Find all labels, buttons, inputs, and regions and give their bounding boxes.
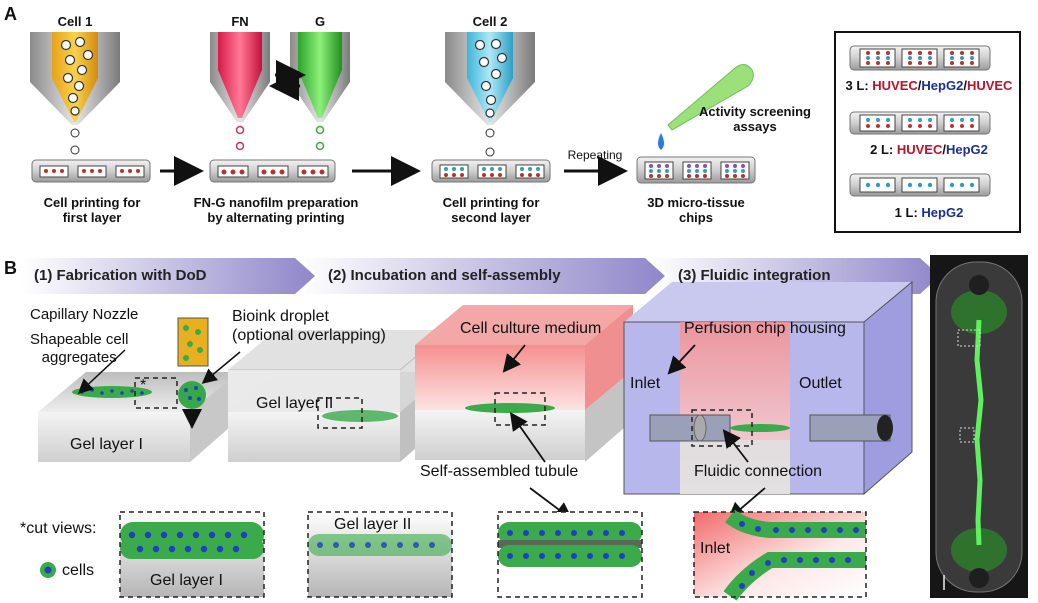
chip-first-layer [31, 159, 151, 183]
cell1-label: Cell 1 [57, 14, 93, 29]
cut-view-4 [693, 509, 867, 601]
stage3-culture-block [415, 305, 633, 462]
self-assembled-tubule-label: Self-assembled tubule [420, 463, 579, 480]
cell2-nozzle [445, 32, 535, 157]
banner-step1: (1) Fabrication with DoD [34, 267, 207, 284]
fn-label: FN [231, 14, 249, 29]
legend-cell-type: / [917, 78, 922, 93]
legend-1l: 1 L: HepG2 [844, 205, 1014, 220]
fluorescence-micrograph [930, 255, 1028, 598]
cut-views-label: *cut views: [20, 520, 97, 537]
legend-cell-type: / [942, 142, 946, 157]
chip-3d-micro-tissue [636, 156, 756, 184]
stage4-perfusion-housing [623, 280, 913, 496]
gel-layer-1-label: Gel layer I [70, 436, 143, 453]
legend-cell-type: / [963, 78, 967, 93]
repeating-label: Repeating [567, 148, 623, 162]
stage2-gel-block [228, 329, 449, 462]
pipette-tip [658, 64, 754, 150]
cells-legend-label: cells [62, 562, 95, 579]
star-marker: * [140, 377, 147, 394]
legend-cell-type: HepG2 [921, 205, 964, 220]
capillary-nozzle [177, 317, 209, 429]
cell1-nozzle [30, 32, 120, 155]
panel-a-letter: A [4, 4, 17, 24]
alternating-arrows [269, 60, 306, 101]
cut1-gel-label: Gel layer I [150, 572, 223, 589]
layer-legend-box [834, 31, 1021, 233]
cut2-gel-label: Gel layer II [334, 516, 412, 533]
chip-fn-g-layer [209, 159, 336, 183]
cell-symbol [40, 562, 56, 578]
legend-prefix: 2 L: [870, 142, 897, 157]
legend-2l: 2 L: HUVEC/HepG2 [844, 142, 1014, 157]
legend-cell-type: HUVEC [872, 78, 918, 93]
legend-cell-type: HUVEC [966, 78, 1013, 93]
legend-cell-type: HUVEC [896, 142, 943, 157]
fn-nozzle [210, 32, 270, 151]
perfusion-housing-label: Perfusion chip housing [684, 320, 846, 337]
g-nozzle [290, 32, 350, 151]
capillary-nozzle-label: Capillary Nozzle [30, 306, 139, 323]
chip-second-layer [431, 159, 551, 183]
cell-culture-medium-label: Cell culture medium [460, 320, 602, 337]
gel-layer-2-label: Gel layer II [256, 395, 334, 412]
legend-3l: 3 L: HUVEC/HepG2/HUVEC [844, 78, 1014, 93]
banner-step2: (2) Incubation and self-assembly [328, 267, 561, 284]
legend-prefix: 1 L: [894, 205, 922, 220]
cut-view-2 [307, 511, 453, 598]
cell2-label: Cell 2 [472, 14, 508, 29]
panel-b-letter: B [4, 258, 17, 278]
cut-view-3 [497, 511, 643, 598]
legend-cell-type: HepG2 [921, 78, 964, 93]
outlet-label: Outlet [799, 375, 842, 392]
legend-cell-type: HepG2 [945, 142, 988, 157]
inlet-label: Inlet [630, 375, 661, 392]
cut-view-1 [119, 511, 265, 598]
banner-step3: (3) Fluidic integration [678, 267, 831, 284]
fluidic-connection-label: Fluidic connection [694, 463, 823, 480]
legend-prefix: 3 L: [845, 78, 873, 93]
cut4-inlet-label: Inlet [700, 540, 731, 557]
g-label: G [314, 14, 326, 29]
bioink-droplet-label: Bioink droplet(optional overlapping) [232, 308, 386, 344]
